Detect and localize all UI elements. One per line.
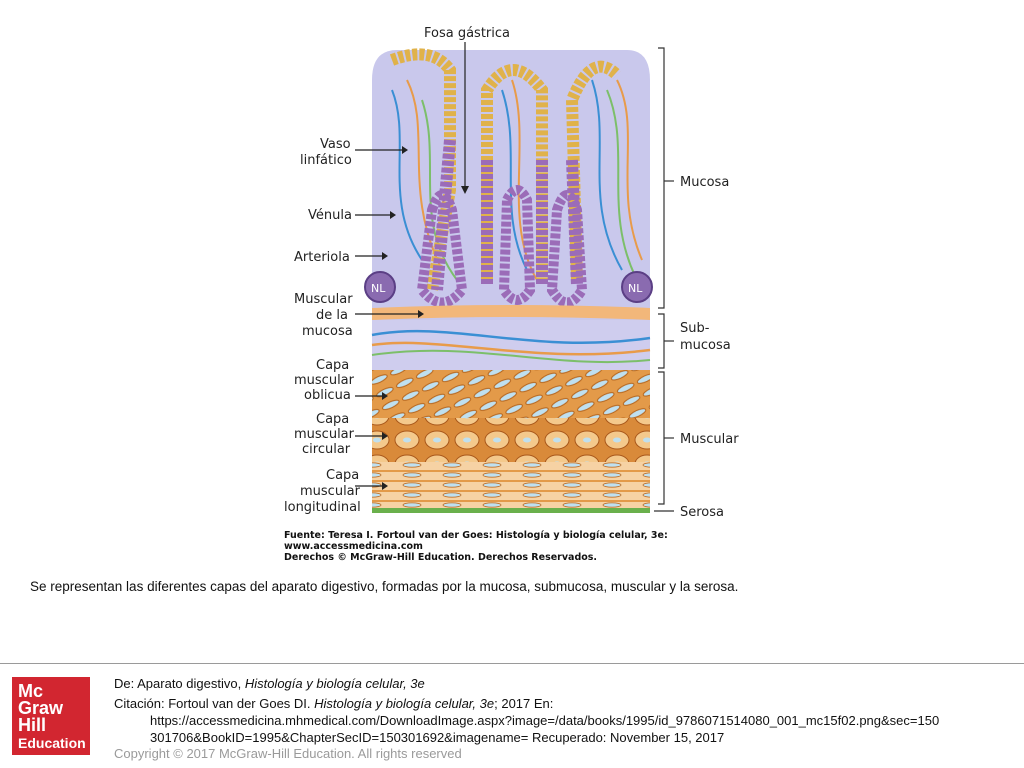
label-submucosa-1: Sub- <box>680 321 710 336</box>
gastric-epithelium: NL NL <box>364 48 653 308</box>
citation-url-line-2: 301706&BookID=1995&ChapterSecID=15030169… <box>150 730 725 745</box>
label-arteriola: Arteriola <box>294 250 350 265</box>
source-line-2: www.accessmedicina.com <box>284 541 423 552</box>
label-longitudinal-3: longitudinal <box>284 500 361 515</box>
label-longitudinal-2: muscular <box>300 484 361 499</box>
copyright-notice: Copyright © 2017 McGraw-Hill Education. … <box>114 746 462 761</box>
label-circular-3: circular <box>302 442 351 457</box>
nodule-label-left: NL <box>371 282 386 295</box>
label-circular-2: muscular <box>294 427 355 442</box>
label-oblicua-2: muscular <box>294 373 355 388</box>
circular-muscle-layer <box>372 418 650 462</box>
citation-suffix: ; 2017 En: <box>494 696 554 711</box>
label-submucosa-2: mucosa <box>680 338 731 353</box>
reference-from: De: Aparato digestivo, Histología y biol… <box>114 676 425 691</box>
muscularis-mucosae <box>372 305 650 320</box>
citation-prefix: Citación: Fortoul van der Goes DI. <box>114 696 315 711</box>
logo-line-3: Hill <box>18 715 47 735</box>
label-vaso-2: linfático <box>300 153 352 168</box>
source-line-1: Fuente: Teresa I. Fortoul van der Goes: … <box>284 530 668 541</box>
arrowhead-fosa-gastrica <box>461 186 469 194</box>
label-oblicua-1: Capa <box>316 358 349 373</box>
label-oblicua-3: oblicua <box>304 388 351 403</box>
reference-from-title: Histología y biología celular, 3e <box>244 676 425 691</box>
logo-line-2: Graw <box>18 698 64 718</box>
label-muscular-mucosa-3: mucosa <box>302 324 353 339</box>
left-labels: Vaso linfático Vénula Arteriola Muscular… <box>284 137 424 515</box>
nodule-label-right: NL <box>628 282 643 295</box>
right-labels: Mucosa Sub- mucosa Muscular Serosa <box>654 47 739 520</box>
submucosa-layer <box>371 320 651 370</box>
label-longitudinal-1: Capa <box>326 468 359 483</box>
longitudinal-muscle-layer <box>372 462 650 508</box>
reference-citation: Citación: Fortoul van der Goes DI. Histo… <box>114 696 553 711</box>
source-line-3: Derechos © McGraw-Hill Education. Derech… <box>284 552 597 563</box>
label-serosa: Serosa <box>680 505 724 520</box>
label-fosa-gastrica: Fosa gástrica <box>424 26 510 41</box>
label-circular-1: Capa <box>316 412 349 427</box>
label-vaso-1: Vaso <box>320 137 351 152</box>
label-venula: Vénula <box>308 208 352 223</box>
label-muscular: Muscular <box>680 432 739 447</box>
footer-divider <box>0 663 1024 664</box>
citation-title: Histología y biología celular, 3e <box>314 696 495 711</box>
logo-line-4: Education <box>18 735 86 751</box>
citation-url-line-1: https://accessmedicina.mhmedical.com/Dow… <box>150 713 940 728</box>
mcgraw-hill-logo: Mc Graw Hill Education <box>12 677 90 755</box>
digestive-wall-diagram: NL NL Fosa gástrica Vaso linfático Vénul… <box>284 26 739 563</box>
label-mucosa: Mucosa <box>680 175 729 190</box>
label-muscular-mucosa-1: Muscular <box>294 292 353 307</box>
figure-caption: Se representan las diferentes capas del … <box>30 579 739 594</box>
oblique-muscle-layer <box>372 370 650 418</box>
logo-line-1: Mc <box>18 681 44 701</box>
label-muscular-mucosa-2: de la <box>316 308 348 323</box>
serosa-layer <box>372 508 650 513</box>
reference-from-prefix: De: Aparato digestivo, <box>114 676 245 691</box>
